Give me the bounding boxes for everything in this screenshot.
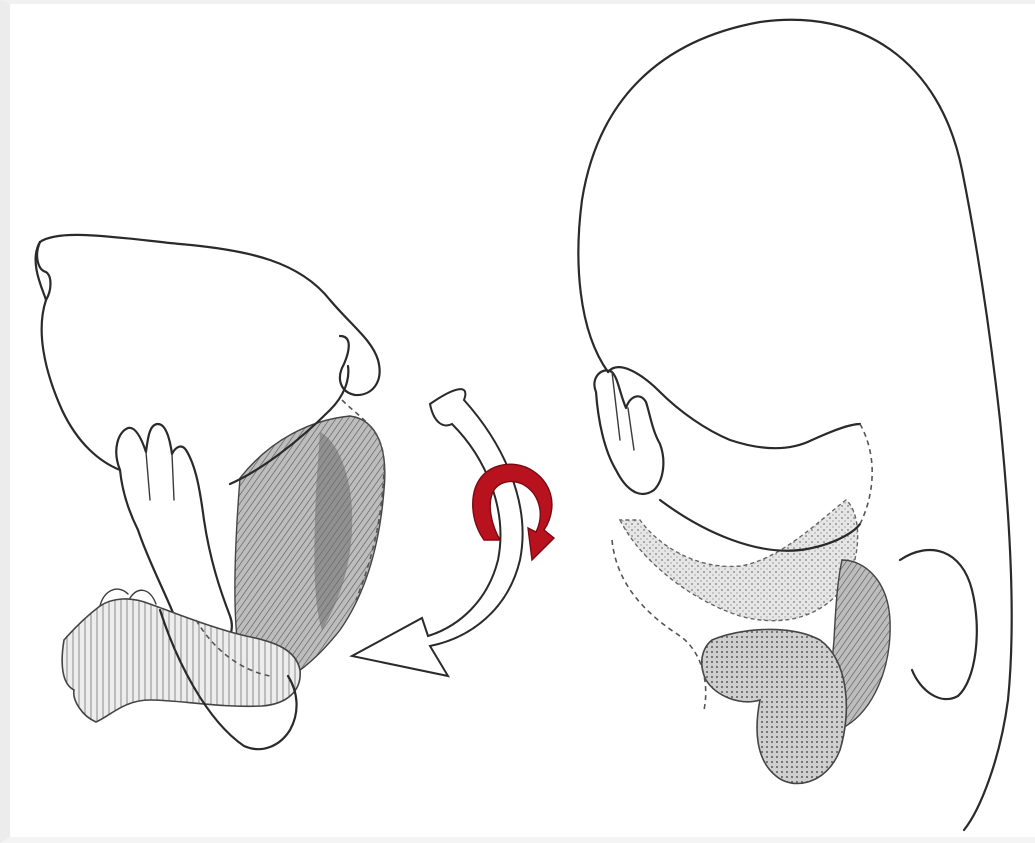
right-bulge (900, 550, 977, 699)
right-hand (594, 370, 663, 494)
left-embryo (36, 235, 385, 749)
arrows (352, 389, 554, 676)
left-finger-line-2 (172, 454, 174, 500)
right-finger-line-1 (612, 372, 620, 440)
left-finger-line-1 (146, 452, 150, 500)
right-face (608, 367, 860, 448)
right-dashed-edge-2 (860, 424, 872, 524)
right-lower-loop (702, 629, 847, 783)
left-head-outline (40, 235, 380, 395)
right-gut-loop (620, 500, 858, 621)
right-finger-line-2 (628, 408, 634, 450)
right-embryo (578, 20, 1011, 830)
